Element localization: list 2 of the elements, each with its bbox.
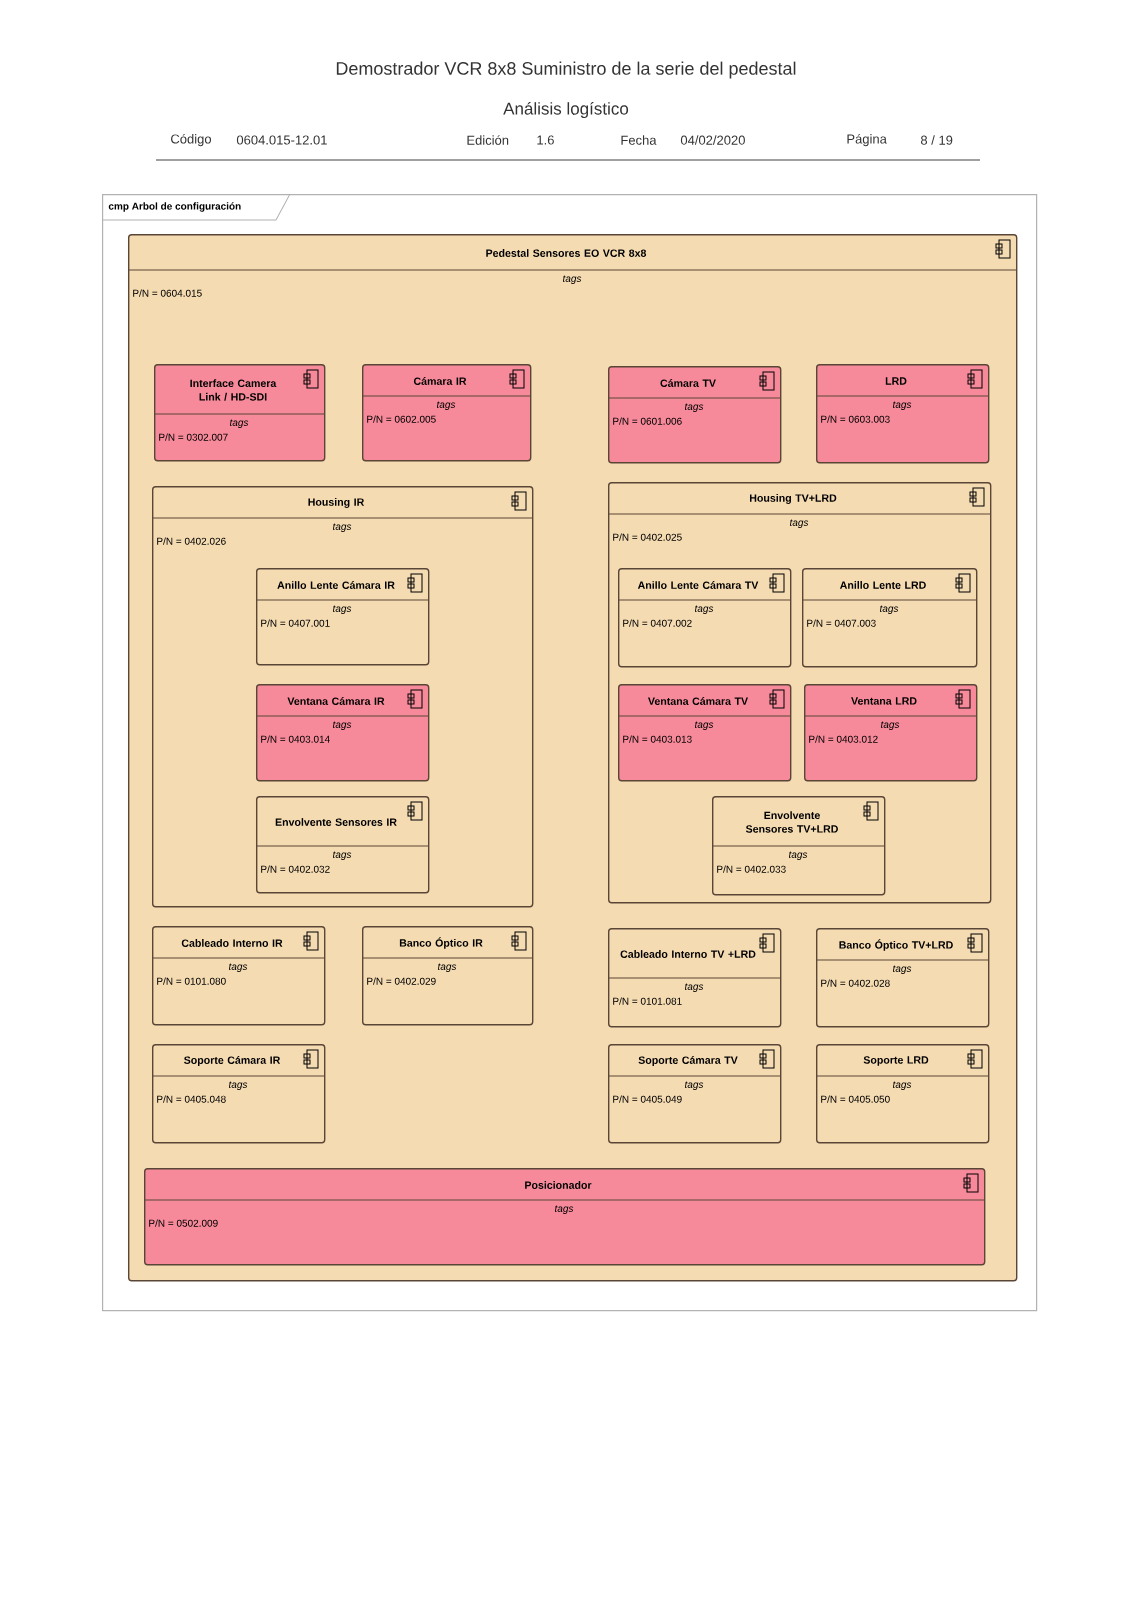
page-title: Demostrador VCR 8x8 Suministro de la serie del pedestal: [336, 61, 796, 79]
page-subtitle: Análisis logístico: [503, 102, 629, 118]
